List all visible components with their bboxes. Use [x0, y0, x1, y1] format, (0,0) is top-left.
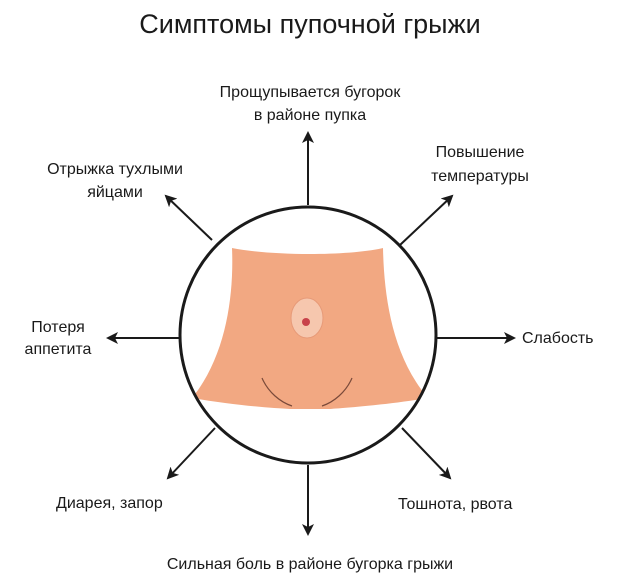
navel-dot [302, 318, 310, 326]
navel-bump [290, 297, 324, 339]
arrow-top-right [399, 194, 454, 246]
symptom-bottom-right: Тошнота, рвота [398, 496, 513, 513]
arrow-top-left [164, 194, 213, 241]
symptom-bottom: Сильная боль в районе бугорка грыжи [166, 556, 454, 573]
symptom-right: Слабость [522, 330, 594, 347]
diagram-title: Симптомы пупочной грыжи [139, 9, 481, 39]
groin-crease-left [261, 377, 293, 407]
symptom-bottom-left: Диарея, запор [56, 495, 163, 512]
symptom-left: Потеря аппетита [24, 319, 92, 358]
groin-crease-right [321, 377, 353, 407]
symptom-top-left: Отрыжка тухлыми яйцами [47, 161, 183, 201]
arrow-bottom-left [166, 427, 216, 480]
symptom-top: Прощупывается бугорок в районе пупка [219, 84, 401, 124]
symptom-top-right: Повышение температуры [431, 144, 529, 185]
arrow-bottom-right [401, 427, 452, 480]
